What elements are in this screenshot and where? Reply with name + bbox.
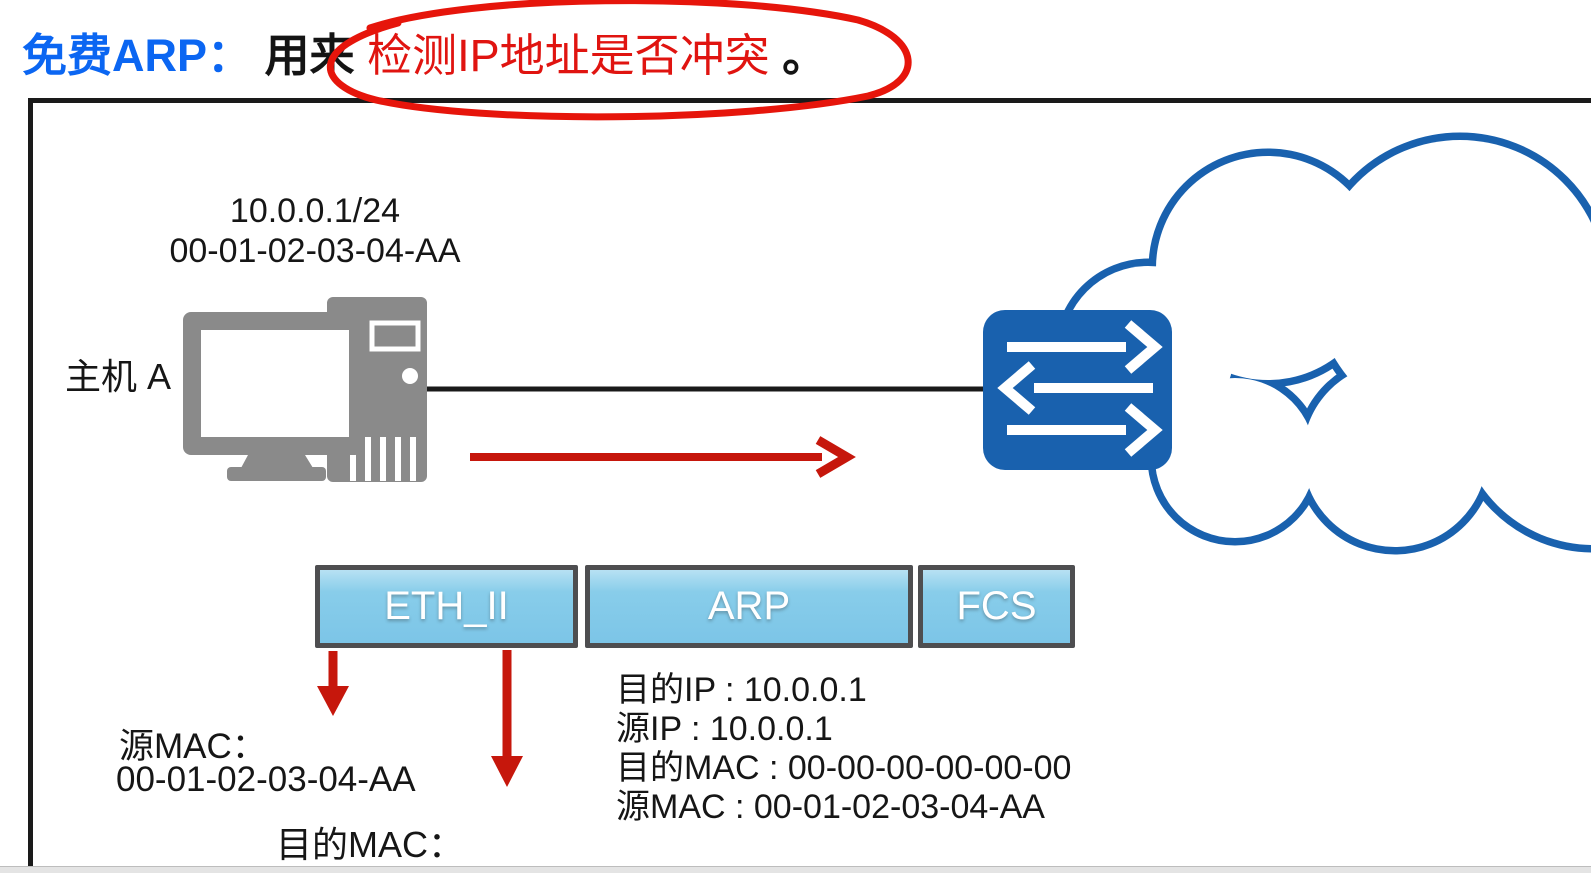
arrow-down-src-mac-icon	[317, 651, 349, 716]
host-mac: 00-01-02-03-04-AA	[169, 232, 461, 270]
arrow-right-icon	[470, 436, 856, 478]
frame-segment-arp: ARP	[585, 565, 913, 648]
host-address-block: 10.0.0.1/24 00-01-02-03-04-AA	[140, 191, 490, 271]
arrow-down-dst-mac-icon	[491, 650, 523, 787]
src-mac-label: 源MAC：	[119, 727, 267, 766]
switch-arrows-icon	[983, 310, 1172, 470]
arp-dst-ip: 目的IP : 10.0.0.1	[616, 671, 867, 709]
frame-segment-eth-ii: ETH_II	[315, 565, 578, 648]
arp-src-mac: 源MAC : 00-01-02-03-04-AA	[616, 788, 1045, 826]
headline-period: 。	[782, 30, 828, 81]
headline: 免费ARP： 用来 检测IP地址是否冲突 。	[22, 30, 827, 82]
host-name-label: 主机 A	[65, 356, 172, 397]
diagram-frame	[28, 98, 1591, 873]
src-mac-value: 00-01-02-03-04-AA	[116, 760, 416, 799]
arp-detail-block: 目的IP : 10.0.0.1 源IP : 10.0.0.1 目的MAC : 0…	[616, 671, 1071, 827]
headline-term: 免费ARP：	[22, 30, 253, 81]
arp-src-ip: 源IP : 10.0.0.1	[616, 710, 833, 748]
desktop-computer-icon	[183, 297, 427, 482]
frame-segment-label: ETH_II	[384, 584, 509, 628]
dst-mac-label: 目的MAC：	[276, 824, 464, 865]
frame-segment-label: ARP	[707, 584, 791, 628]
annotation-ellipse	[326, 0, 912, 121]
frame-segment-label: FCS	[956, 584, 1037, 628]
host-ip: 10.0.0.1/24	[229, 192, 401, 230]
headline-highlight: 检测IP地址是否冲突	[367, 30, 770, 81]
arp-dst-mac: 目的MAC : 00-00-00-00-00-00	[616, 749, 1072, 787]
bottom-edge-strip	[0, 866, 1591, 873]
headline-mid: 用来	[264, 30, 355, 81]
frame-segment-fcs: FCS	[918, 565, 1075, 648]
